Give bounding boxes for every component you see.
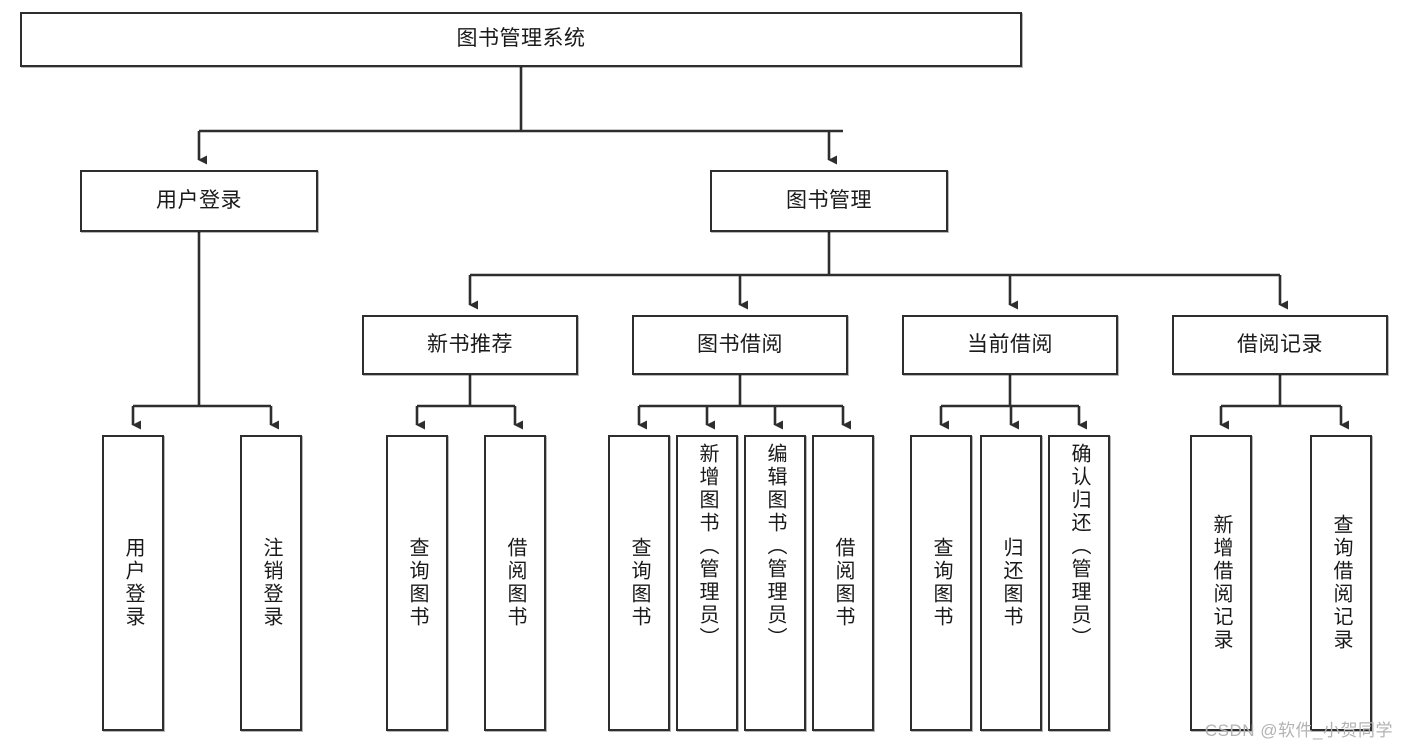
leaf-node-label: 查询图书 — [406, 537, 428, 629]
connector-group-new-books — [415, 375, 523, 430]
connector-group-borrow — [637, 375, 851, 430]
node-book-borrow[interactable]: 图书借阅 — [632, 315, 848, 375]
node-borrow-records-label: 借阅记录 — [1237, 332, 1323, 356]
leaf-node-label: 归还图书 — [1000, 537, 1022, 629]
connector-group-book-mgmt — [468, 232, 1288, 310]
node-user-login-label: 用户登录 — [156, 188, 242, 212]
leaf-node[interactable]: 注销登录 — [240, 435, 302, 731]
leaf-node-label: 用户登录 — [122, 537, 144, 629]
leaf-node[interactable]: 确认归还（管理员） — [1048, 435, 1110, 731]
leaf-node-label: 借阅图书 — [832, 537, 854, 629]
leaf-node[interactable]: 借阅图书 — [812, 435, 874, 731]
leaf-node-label: 注销登录 — [260, 537, 282, 629]
node-new-book-recommend-label: 新书推荐 — [427, 332, 513, 356]
leaf-node[interactable]: 借阅图书 — [484, 435, 546, 731]
leaf-node-label: 新增借阅记录 — [1210, 514, 1232, 652]
node-user-login[interactable]: 用户登录 — [80, 170, 318, 232]
leaf-node[interactable]: 编辑图书（管理员） — [744, 435, 806, 731]
connector-group-current-borrow — [939, 375, 1087, 430]
connector-group-root — [197, 67, 843, 165]
leaf-node[interactable]: 归还图书 — [980, 435, 1042, 731]
leaf-node[interactable]: 新增借阅记录 — [1190, 435, 1252, 731]
leaf-node-label: 借阅图书 — [504, 537, 526, 629]
leaf-node[interactable]: 查询图书 — [608, 435, 670, 731]
leaf-node[interactable]: 查询图书 — [910, 435, 972, 731]
node-book-management-label: 图书管理 — [786, 188, 872, 212]
node-new-book-recommend[interactable]: 新书推荐 — [362, 315, 578, 375]
leaf-node-label: 查询图书 — [628, 537, 650, 629]
connector-group-records — [1219, 375, 1349, 430]
leaf-node-label: 查询图书 — [930, 537, 952, 629]
connector-group-user-login — [131, 232, 279, 430]
leaf-node[interactable]: 用户登录 — [102, 435, 164, 731]
node-root-label: 图书管理系统 — [456, 27, 586, 51]
leaf-node-label: 查询借阅记录 — [1330, 514, 1352, 652]
leaf-node[interactable]: 新增图书（管理员） — [676, 435, 738, 731]
node-current-borrow-label: 当前借阅 — [967, 332, 1053, 356]
leaf-node-label: 确认归还（管理员） — [1068, 443, 1090, 650]
node-book-borrow-label: 图书借阅 — [697, 332, 783, 356]
node-borrow-records[interactable]: 借阅记录 — [1172, 315, 1388, 375]
leaf-node[interactable]: 查询图书 — [386, 435, 448, 731]
node-root[interactable]: 图书管理系统 — [20, 12, 1022, 67]
node-book-management[interactable]: 图书管理 — [710, 170, 948, 232]
leaf-node-label: 新增图书（管理员） — [696, 443, 718, 650]
leaf-node[interactable]: 查询借阅记录 — [1310, 435, 1372, 731]
leaf-node-label: 编辑图书（管理员） — [764, 443, 786, 650]
node-current-borrow[interactable]: 当前借阅 — [902, 315, 1118, 375]
